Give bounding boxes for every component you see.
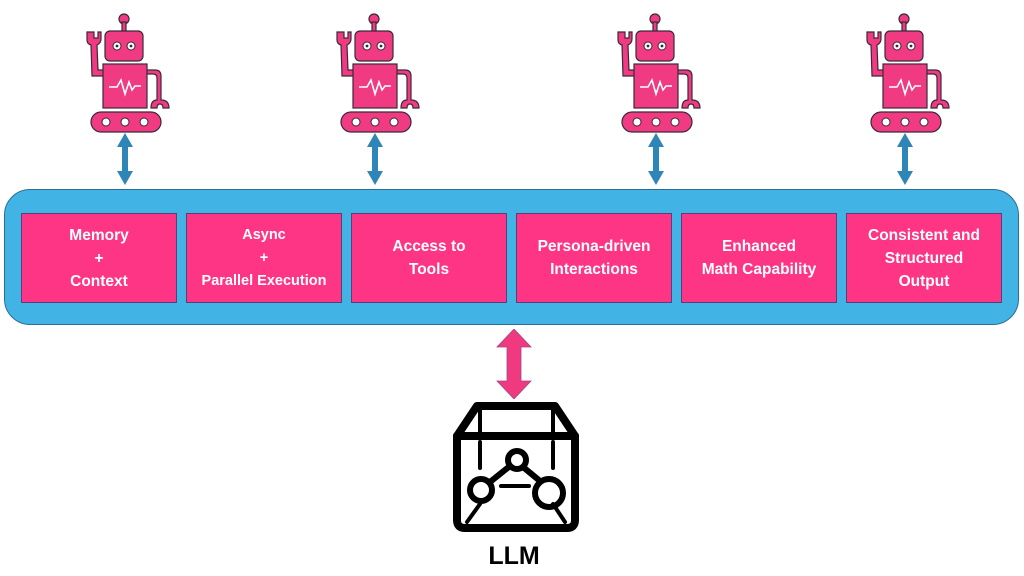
capability-memory-context: Memory + Context: [21, 213, 177, 303]
agent-robot-1: [77, 12, 173, 134]
llm-box-icon: [453, 402, 579, 532]
capability-async-parallel: Async + Parallel Execution: [186, 213, 342, 303]
llm-label: LLM: [488, 542, 540, 570]
capability-access-tools: Access to Tools: [351, 213, 507, 303]
bidirectional-arrow-icon: [646, 133, 666, 185]
bidirectional-arrow-icon: [115, 133, 135, 185]
robot-icon: [77, 12, 173, 134]
agent-robot-2: [327, 12, 423, 134]
agent-robot-4: [857, 12, 953, 134]
llm-bidirectional-arrow-icon: [496, 329, 532, 399]
capability-persona-interactions: Persona-driven Interactions: [516, 213, 672, 303]
capability-math: Enhanced Math Capability: [681, 213, 837, 303]
robot-icon: [327, 12, 423, 134]
robot-icon: [857, 12, 953, 134]
capability-structured-output: Consistent and Structured Output: [846, 213, 1002, 303]
agent-robot-3: [608, 12, 704, 134]
robot-icon: [608, 12, 704, 134]
bidirectional-arrow-icon: [365, 133, 385, 185]
bidirectional-arrow-icon: [895, 133, 915, 185]
